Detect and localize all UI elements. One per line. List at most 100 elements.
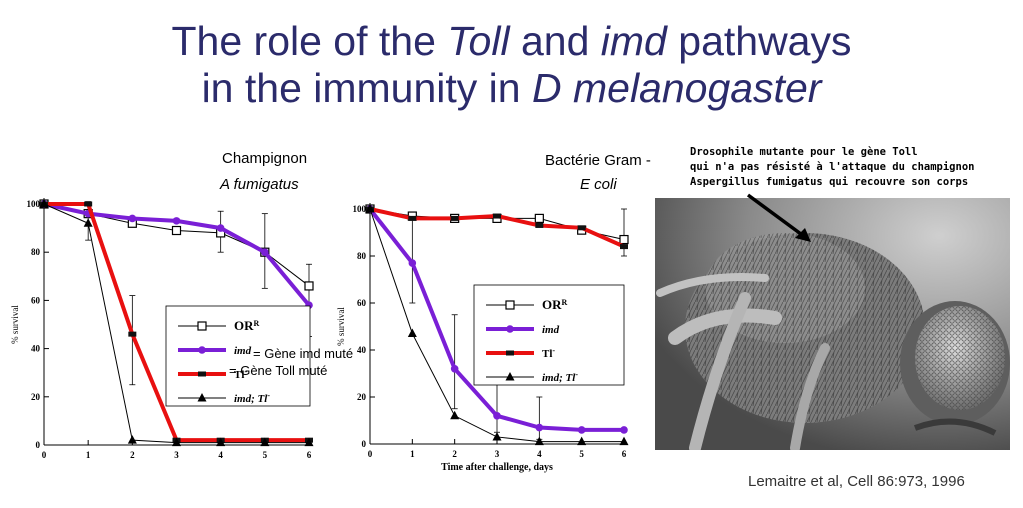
y-axis-label: % survival	[10, 305, 20, 344]
y-tick-label: 0	[362, 439, 367, 449]
data-point	[620, 426, 628, 434]
y-tick-label: 0	[36, 440, 41, 450]
data-point	[492, 431, 502, 441]
legend-marker	[505, 372, 515, 381]
data-point	[304, 437, 314, 447]
legend-label-superscript: -	[267, 391, 270, 400]
legend-marker	[198, 346, 206, 354]
title-line-2: in the immunity in D melanogaster	[201, 65, 822, 111]
x-tick-label: 1	[410, 449, 415, 459]
legend-box	[165, 305, 311, 407]
photo-caption: Drosophile mutante pour le gène Toll qui…	[690, 146, 975, 188]
x-axis-label: Time after challenge, days	[441, 462, 553, 473]
legend-label: imd; Tl-	[234, 391, 270, 406]
data-point	[493, 412, 501, 420]
legend-label: Tl-	[234, 367, 247, 382]
x-tick-label: 1	[86, 450, 91, 460]
y-tick-label: 60	[31, 295, 41, 305]
data-point	[408, 215, 417, 221]
legend-label-superscript: -	[552, 346, 555, 355]
legend-marker	[506, 325, 514, 333]
legend-label: Tl-	[542, 346, 555, 361]
data-point	[619, 234, 629, 245]
data-point	[450, 365, 459, 373]
right-panel-subheader: E coli	[580, 176, 617, 193]
x-tick-label: 6	[307, 450, 312, 460]
data-point	[84, 201, 93, 207]
data-point	[577, 426, 586, 434]
y-tick-label: 100	[353, 204, 367, 214]
y-tick-label: 40	[357, 345, 367, 355]
data-point	[534, 213, 544, 223]
data-point	[39, 199, 49, 208]
data-point	[172, 437, 181, 447]
x-tick-label: 0	[368, 449, 373, 459]
data-point	[127, 435, 137, 444]
x-tick-label: 6	[622, 449, 627, 459]
x-tick-label: 5	[263, 450, 268, 460]
data-point	[171, 225, 182, 236]
title-line-1: The role of the Toll and imd pathways	[171, 18, 852, 64]
legend-label: imd; Tl-	[542, 370, 578, 385]
right-panel-header: Bactérie Gram -	[545, 152, 651, 169]
data-point	[577, 436, 587, 446]
x-tick-label: 5	[579, 449, 584, 459]
series-imd	[40, 200, 313, 310]
citation: Lemaitre et al, Cell 86:973, 1996	[748, 473, 965, 490]
annotation-imd-mutant: = Gène imd muté	[253, 346, 354, 361]
legend-label: ORR	[234, 318, 260, 333]
legend-marker	[197, 321, 207, 331]
slide-title: The role of the Toll and imd pathways in…	[0, 18, 1023, 112]
series-or	[365, 204, 629, 245]
legend-label-superscript: -	[575, 370, 578, 379]
y-axis-label: % survival	[336, 307, 346, 346]
y-tick-label: 40	[31, 344, 41, 354]
data-point	[365, 204, 375, 213]
legend-marker	[505, 300, 515, 310]
data-point	[216, 437, 226, 447]
series-tl	[366, 206, 628, 250]
left-panel-header: Champignon	[222, 150, 308, 167]
y-tick-label: 20	[31, 392, 41, 402]
data-point	[534, 436, 544, 446]
series-imdtl	[39, 199, 314, 447]
data-point	[128, 331, 137, 337]
data-point	[83, 218, 93, 227]
data-point	[620, 244, 628, 250]
data-point	[304, 281, 314, 291]
data-point	[172, 217, 181, 225]
data-point	[619, 436, 629, 446]
annotation-toll-mutant: = Gène Toll muté	[229, 363, 328, 378]
data-point	[535, 423, 544, 432]
x-tick-label: 4	[218, 450, 223, 460]
y-tick-label: 20	[357, 392, 367, 402]
legend-marker	[506, 350, 514, 356]
x-tick-label: 4	[537, 449, 542, 459]
legend-label: imd	[234, 345, 252, 357]
legend-label: ORR	[542, 297, 568, 312]
legend-label: imd	[542, 324, 560, 336]
arrow-pointer	[746, 193, 811, 242]
data-point	[450, 215, 459, 221]
legend-box	[473, 284, 625, 386]
series-imdtl	[365, 204, 629, 446]
data-point	[261, 248, 269, 256]
y-tick-label: 80	[31, 247, 41, 257]
data-point	[216, 224, 225, 232]
sem-photo-mutant-drosophila	[655, 198, 1010, 450]
legend-label-superscript: R	[562, 298, 568, 307]
data-point	[493, 213, 501, 219]
x-tick-label: 3	[174, 450, 179, 460]
x-tick-label: 3	[495, 449, 500, 459]
x-tick-label: 0	[42, 450, 47, 460]
y-tick-label: 80	[357, 251, 367, 261]
legend-marker	[198, 371, 206, 377]
x-tick-label: 2	[452, 449, 457, 459]
legend-marker	[197, 393, 207, 402]
data-point	[407, 328, 417, 338]
data-point	[577, 225, 586, 231]
sem-photo-drawing	[655, 198, 1010, 450]
